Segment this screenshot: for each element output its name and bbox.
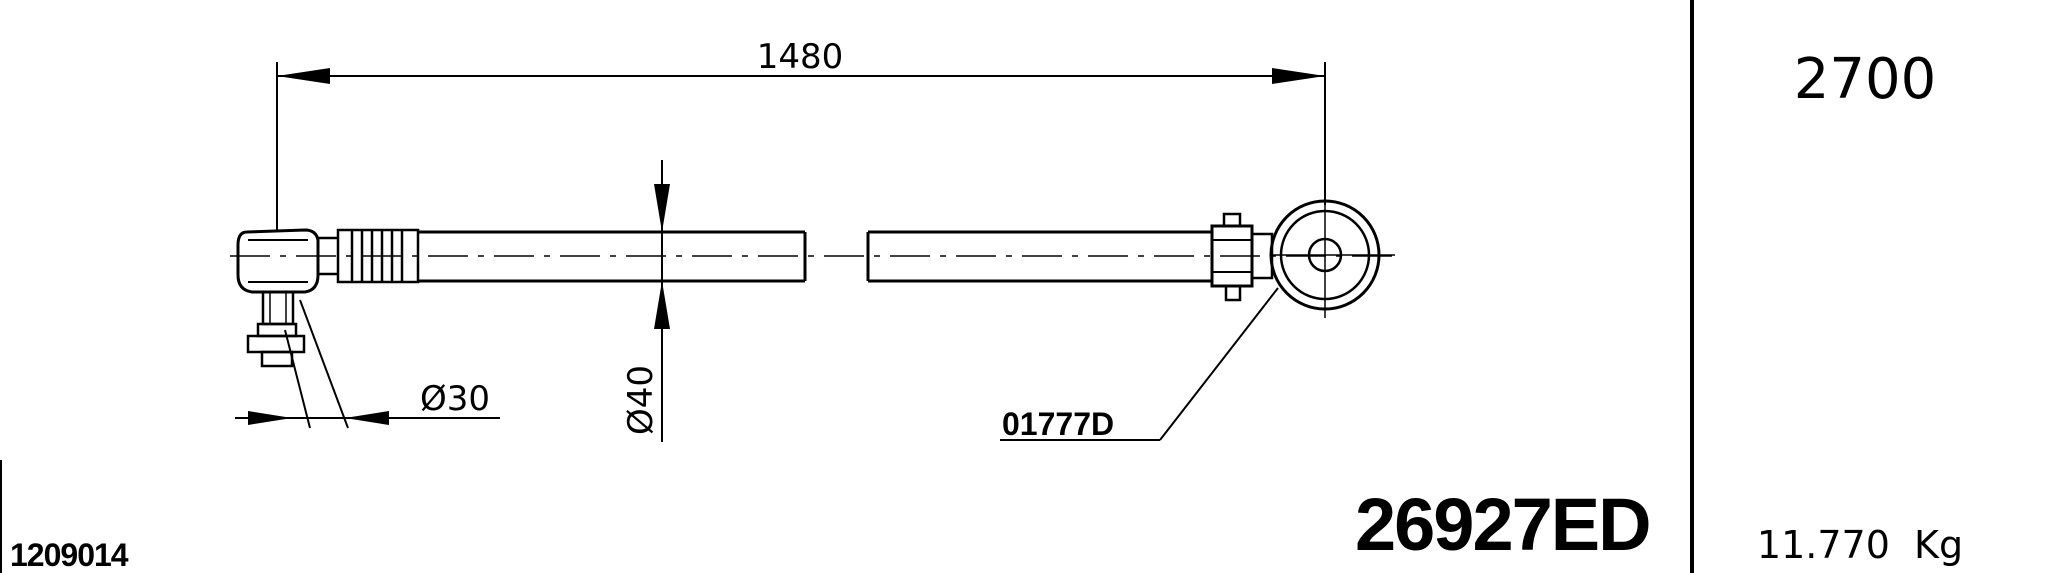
clamp-part-number: 01777D xyxy=(1002,406,1114,442)
ball-stud-diameter-dimension xyxy=(235,299,500,429)
weight-value: 11.770 Kg xyxy=(1757,523,1963,567)
tube-diameter-dimension xyxy=(654,160,670,442)
part-number: 26927ED xyxy=(1355,483,1650,566)
frame-lines xyxy=(0,0,1694,573)
tube xyxy=(418,230,1212,283)
right-eye-end xyxy=(1210,185,1395,318)
length-dimension-label: 1480 xyxy=(757,37,844,77)
tube-diameter-label: Ø40 xyxy=(621,365,661,435)
length-value: 2700 xyxy=(1794,47,1937,112)
ball-stud-diameter-label: Ø30 xyxy=(420,379,490,419)
catalog-number: 1209014 xyxy=(10,537,129,573)
clamp-leader-line xyxy=(1000,287,1279,441)
length-dimension xyxy=(276,62,1326,230)
threaded-sleeve xyxy=(318,228,420,284)
left-ball-joint xyxy=(236,228,320,368)
